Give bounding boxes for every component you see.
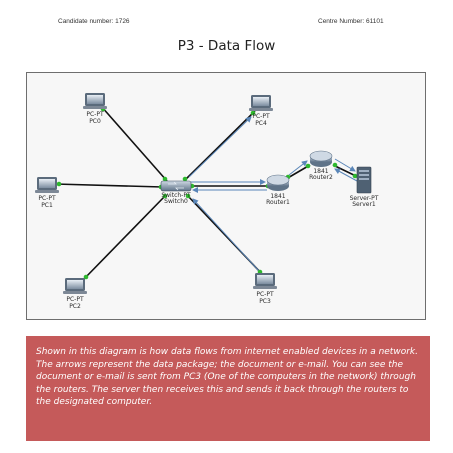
switch0-name: Switch0 <box>164 198 188 205</box>
pc2-type: PC-PT <box>66 296 84 303</box>
router2-type: 1841 <box>313 168 328 175</box>
router1-type: 1841 <box>270 193 285 200</box>
server1-name: Server1 <box>352 201 376 208</box>
pc2-node[interactable]: PC-PT PC2 <box>63 278 87 310</box>
caption-box: Shown in this diagram is how data flows … <box>26 336 430 441</box>
pc1-type: PC-PT <box>38 195 56 202</box>
server1-type: Server-PT <box>350 195 379 202</box>
arrow-switch-to-pc4 <box>188 116 252 178</box>
arrow-router1-to-router2 <box>288 160 308 176</box>
pc4-node[interactable]: PC-PT PC4 <box>249 95 273 127</box>
pc3-name: PC3 <box>259 298 271 305</box>
switch0-node[interactable]: Switch-PT Switch0 <box>160 180 192 205</box>
network-diagram: PC-PT PC0 PC-PT PC4 PC-PT PC1 PC-PT PC2 <box>35 93 379 310</box>
arrow-server-to-router2 <box>334 168 358 182</box>
pc2-name: PC2 <box>69 303 81 310</box>
pc4-name: PC4 <box>255 120 267 127</box>
server1-node[interactable]: Server-PT Server1 <box>350 166 379 208</box>
link-pc1-switch <box>54 183 164 188</box>
data-flow-arrows <box>188 116 358 272</box>
pc1-name: PC1 <box>41 202 53 209</box>
network-diagram-frame: PC-PT PC0 PC-PT PC4 PC-PT PC1 PC-PT PC2 <box>26 72 426 320</box>
arrow-router2-to-server <box>334 158 356 172</box>
pc1-node[interactable]: PC-PT PC1 <box>35 177 59 209</box>
caption-text: Shown in this diagram is how data flows … <box>36 347 418 408</box>
arrow-pc3-to-switch <box>192 198 260 272</box>
pc3-type: PC-PT <box>256 291 274 298</box>
page-title: P3 - Data Flow <box>177 38 276 54</box>
candidate-number: Candidate number: 1726 <box>58 18 130 25</box>
router2-name: Router2 <box>309 174 333 181</box>
pc4-type: PC-PT <box>252 113 270 120</box>
link-pc4-switch <box>183 110 256 182</box>
router2-node[interactable]: 1841 Router2 <box>309 150 333 181</box>
network-links <box>54 105 359 281</box>
router1-name: Router1 <box>266 199 290 206</box>
pc0-type: PC-PT <box>86 111 104 118</box>
pc0-name: PC0 <box>89 118 101 125</box>
link-pc2-switch <box>82 194 167 281</box>
router1-node[interactable]: 1841 Router1 <box>266 174 290 206</box>
centre-number: Centre Number: 61101 <box>318 18 384 25</box>
pc0-node[interactable]: PC-PT PC0 <box>83 93 107 125</box>
link-pc0-switch <box>100 105 168 182</box>
port-indicators <box>56 106 358 280</box>
pc3-node[interactable]: PC-PT PC3 <box>253 273 277 305</box>
switch0-type: Switch-PT <box>161 192 191 199</box>
